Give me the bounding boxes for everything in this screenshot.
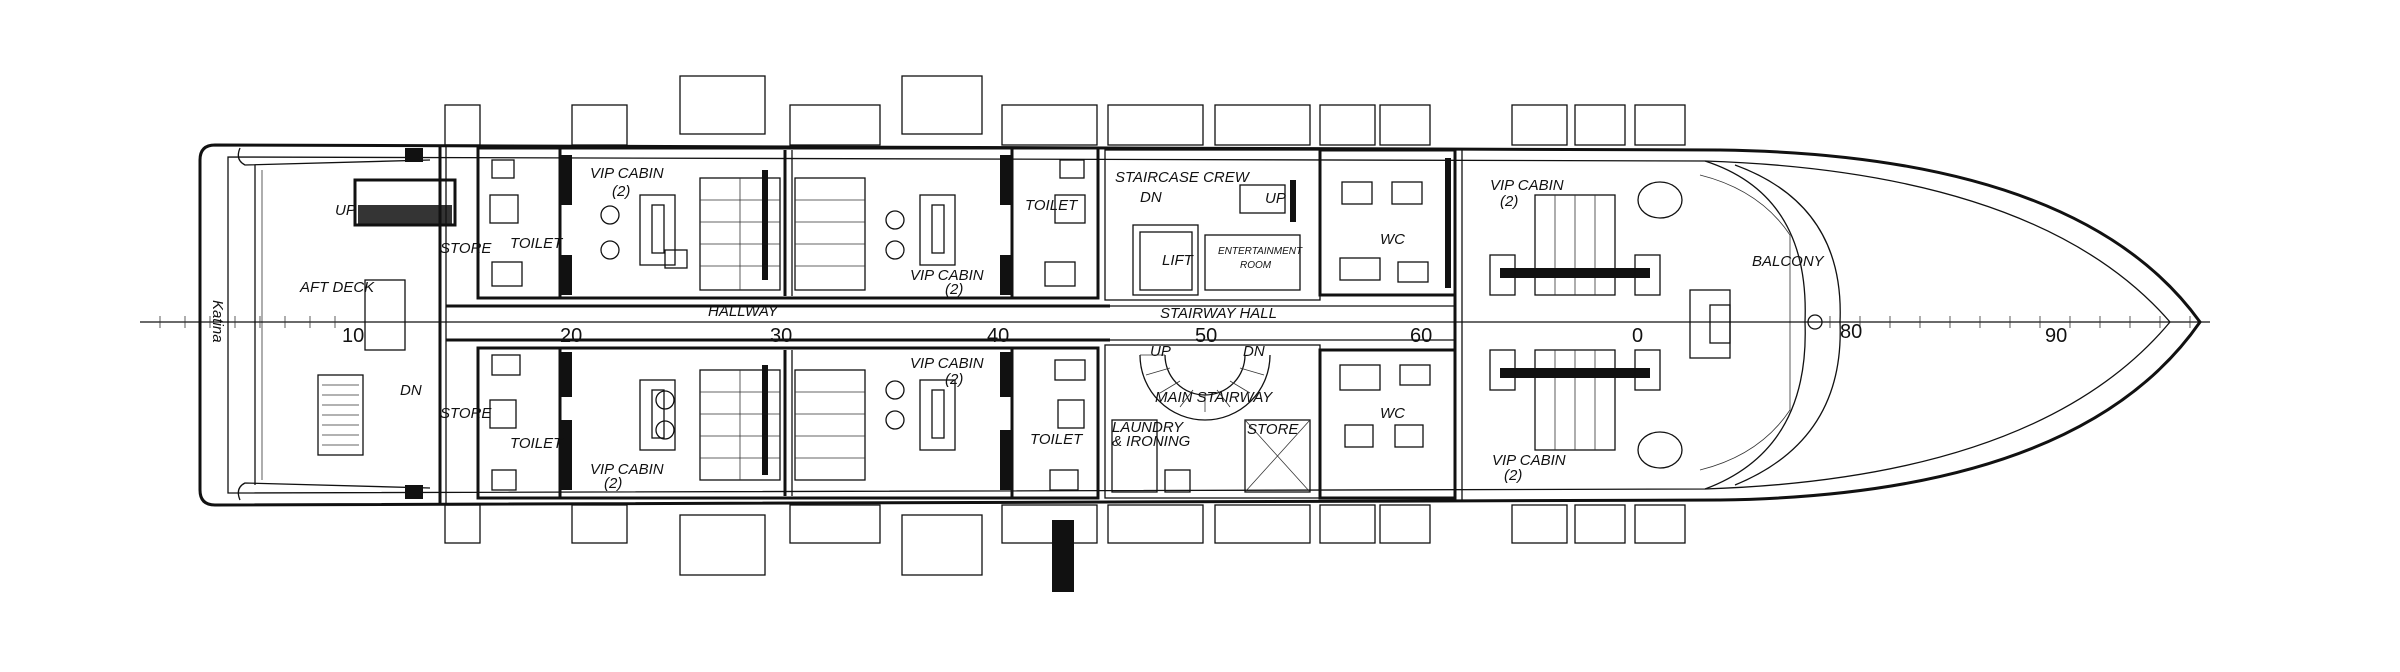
cabin-count: (2): [604, 475, 622, 492]
wc-label: WC: [1380, 405, 1405, 422]
cabin-label: VIP CABIN: [1490, 177, 1564, 194]
cabin-count: (2): [945, 281, 963, 298]
store-label: STORE: [440, 405, 492, 422]
store-label: STORE: [440, 240, 492, 257]
toilet-label: TOILET: [1025, 197, 1079, 214]
cabin-count: (2): [945, 371, 963, 388]
toilet-label: TOILET: [510, 235, 564, 252]
frame-axis: 10 20 30 40 50 60 0 80 90: [140, 316, 2210, 347]
balcony-label: BALCONY: [1752, 253, 1825, 270]
aft-deck-area: [317, 145, 457, 505]
tick-label: 0: [1632, 325, 1643, 347]
aft-up-label: UP: [335, 202, 356, 219]
forward-cabins: [1453, 150, 1823, 500]
lift-label: LIFT: [1162, 252, 1195, 269]
cabin-count: (2): [1504, 467, 1522, 484]
wc-label: WC: [1380, 231, 1405, 248]
cabin-count: (2): [612, 183, 630, 200]
deck-fittings: [444, 75, 1686, 592]
room-label: ROOM: [1240, 260, 1272, 271]
toilet-label: TOILET: [510, 435, 564, 452]
cabin-label: VIP CABIN: [590, 165, 664, 182]
ironing-label: & IRONING: [1112, 433, 1191, 450]
cabin-count: (2): [1500, 193, 1518, 210]
vessel-name: Katina: [209, 300, 226, 343]
tick-label: 80: [1840, 321, 1862, 343]
laundry-label: LAUNDRY: [1112, 419, 1184, 436]
tick-label: 60: [1410, 325, 1432, 347]
main-stairway-label: MAIN STAIRWAY: [1155, 389, 1273, 406]
hallway: [446, 304, 1455, 342]
tick-label: 50: [1195, 325, 1217, 347]
stair-dn-label: DN: [1243, 343, 1265, 360]
tick-label: 20: [560, 325, 582, 347]
cabin-label: VIP CABIN: [910, 267, 984, 284]
tick-label: 40: [987, 325, 1009, 347]
aft-deck-label: AFT DECK: [299, 279, 375, 296]
cabin-label: VIP CABIN: [910, 355, 984, 372]
stair-up-label: UP: [1150, 343, 1171, 360]
upper-cabins: [476, 146, 1100, 300]
wc-block: [1318, 148, 1457, 500]
entertainment-label: ENTERTAINMENT: [1218, 246, 1303, 257]
hallway-label: HALLWAY: [708, 303, 779, 320]
cabin-label: VIP CABIN: [1492, 452, 1566, 469]
crew-dn-label: DN: [1140, 189, 1162, 206]
toilet-label: TOILET: [1030, 431, 1084, 448]
store-label: STORE: [1247, 421, 1299, 438]
tick-label: 10: [342, 325, 364, 347]
stairway-hall-label: STAIRWAY HALL: [1160, 305, 1277, 322]
aft-dn-label: DN: [400, 382, 422, 399]
crew-up-label: UP: [1265, 190, 1286, 207]
tick-label: 90: [2045, 325, 2067, 347]
lower-cabins: [476, 346, 1100, 500]
cabin-label: VIP CABIN: [590, 461, 664, 478]
tick-label: 30: [770, 325, 792, 347]
crew-stair-label: STAIRCASE CREW: [1115, 169, 1251, 186]
